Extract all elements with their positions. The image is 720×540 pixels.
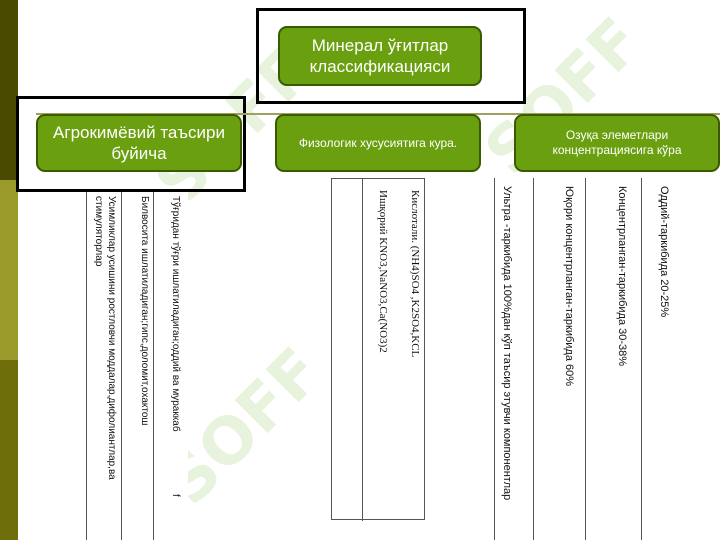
category-concentration: Озуқа элеметлари концентрациясига кўра (514, 114, 720, 172)
title-frame (256, 8, 526, 104)
conc-divider (641, 178, 642, 540)
sidebar-stripe-middle (0, 180, 18, 360)
category-agrochemical: Агрокимёвий таъсири буйича (36, 114, 242, 172)
category-agrochemical-label: Агрокимёвий таъсири буйича (53, 122, 225, 163)
agro-divider (153, 192, 154, 540)
agro-column (86, 192, 188, 540)
agro-mark: f (170, 494, 181, 497)
physio-item-2: Ишқорий KNO3,NaNO3,Ca(NO3)2 (377, 190, 389, 353)
conc-item-2: Концентрланган-таркибида 30-38% (616, 186, 628, 367)
conc-column (494, 178, 720, 540)
title-box: Минерал ўғитлар классификацияси (278, 26, 482, 86)
agro-item-1: Тўғридан тўғри ишлатиладиган;оддий ва му… (170, 196, 181, 432)
sidebar-stripe-bottom (0, 360, 18, 540)
conc-item-1: Оддий-таркибида 20-25% (658, 186, 670, 318)
conc-item-4: Ультра -таркибида 100%дан кўп таъсир эту… (501, 186, 513, 501)
physio-column (331, 178, 425, 521)
sidebar-stripe-top (0, 0, 18, 180)
category-physiological-label: Физологик хусусиятига кура. (298, 135, 458, 150)
category-concentration-label: Озуқа элеметлари концентрациясига кўра (552, 128, 682, 157)
sidebar-stripe (0, 0, 18, 540)
agro-divider (121, 192, 122, 540)
agro-item-3: Усимликлар усишини ростловчи моддалар,ди… (93, 196, 117, 480)
left-frame (16, 96, 246, 192)
conc-item-3: Юқори концентрланган-таркибида 60% (563, 186, 575, 387)
conc-divider (533, 178, 534, 540)
conc-divider (585, 178, 586, 540)
agro-item-2: Билвосита ишлатиладиган;гипс,доломит,оха… (139, 196, 150, 426)
physio-item-1: Кислотали. (NH4)SO4 ,K2SO4,KCL (409, 190, 421, 358)
category-physiological: Физологик хусусиятига кура. (275, 114, 481, 172)
title-text: Минерал ўғитлар классификацияси (309, 35, 451, 76)
physio-divider (362, 179, 363, 521)
